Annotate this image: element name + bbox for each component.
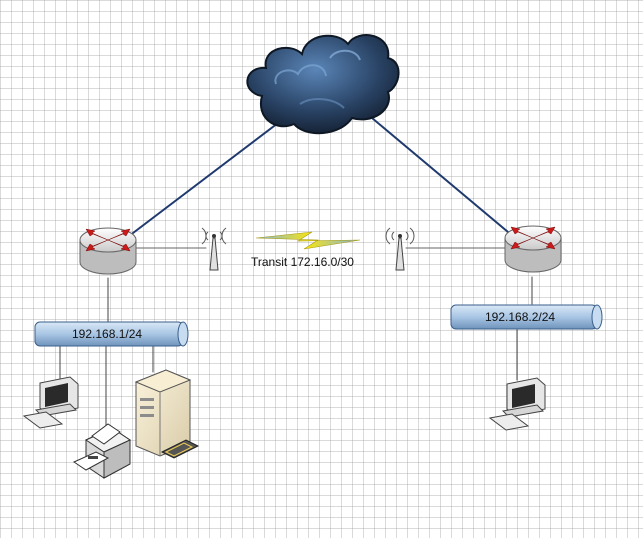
connections [59, 117, 533, 436]
lightning-bolt-icon [255, 231, 361, 250]
wan-link-right [371, 117, 509, 233]
workstation-icon [488, 377, 546, 431]
cloud-icon [246, 34, 400, 135]
router-arrows-icon [510, 226, 556, 250]
printer-icon [72, 423, 132, 479]
router-arrows-icon [85, 228, 131, 252]
router-left [79, 227, 137, 275]
server-icon [134, 369, 200, 459]
transit-link-label: Transit 172.16.0/30 [251, 255, 354, 269]
lan-right-label: 192.168.2/24 [485, 310, 555, 324]
wan-link-left [132, 119, 283, 234]
lan-segment-right: 192.168.2/24 [450, 304, 603, 330]
antenna-right [385, 227, 415, 271]
lan-segment-left: 192.168.1/24 [34, 321, 189, 347]
workstation-icon [22, 376, 79, 429]
antenna-left [201, 227, 227, 271]
lan-left-label: 192.168.1/24 [72, 327, 142, 341]
router-right [504, 225, 562, 273]
